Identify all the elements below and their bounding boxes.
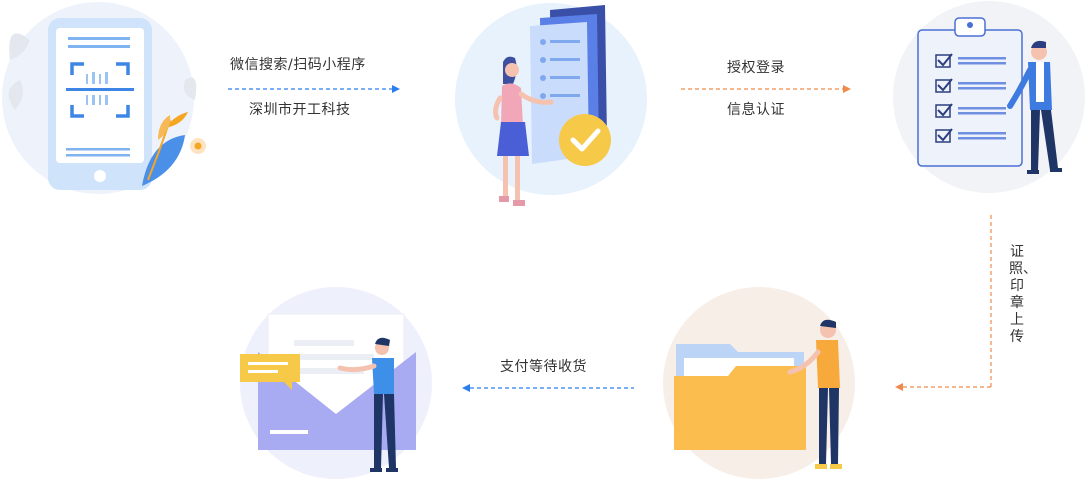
- folder-icon: [674, 319, 842, 469]
- step2-label-top: 授权登录: [727, 60, 785, 76]
- arrow-right-icon: [681, 85, 851, 93]
- arrow-right-icon: [228, 85, 400, 93]
- envelope-icon: [240, 313, 416, 472]
- clipboard-checklist-icon: [917, 17, 1062, 174]
- step2-label-bottom: 信息认证: [727, 102, 785, 118]
- arrow-elbow-icon: [895, 215, 992, 391]
- step4-label: 支付等待收货: [500, 359, 587, 375]
- step1-label-bottom: 深圳市开工科技: [249, 102, 351, 118]
- document-check-icon: [493, 5, 611, 206]
- step3-label: 证照、印章上传: [1009, 244, 1037, 345]
- arrow-left-icon: [462, 384, 634, 392]
- step1-label-top: 微信搜索/扫码小程序: [230, 57, 366, 73]
- phone-scan-icon: [8, 18, 206, 190]
